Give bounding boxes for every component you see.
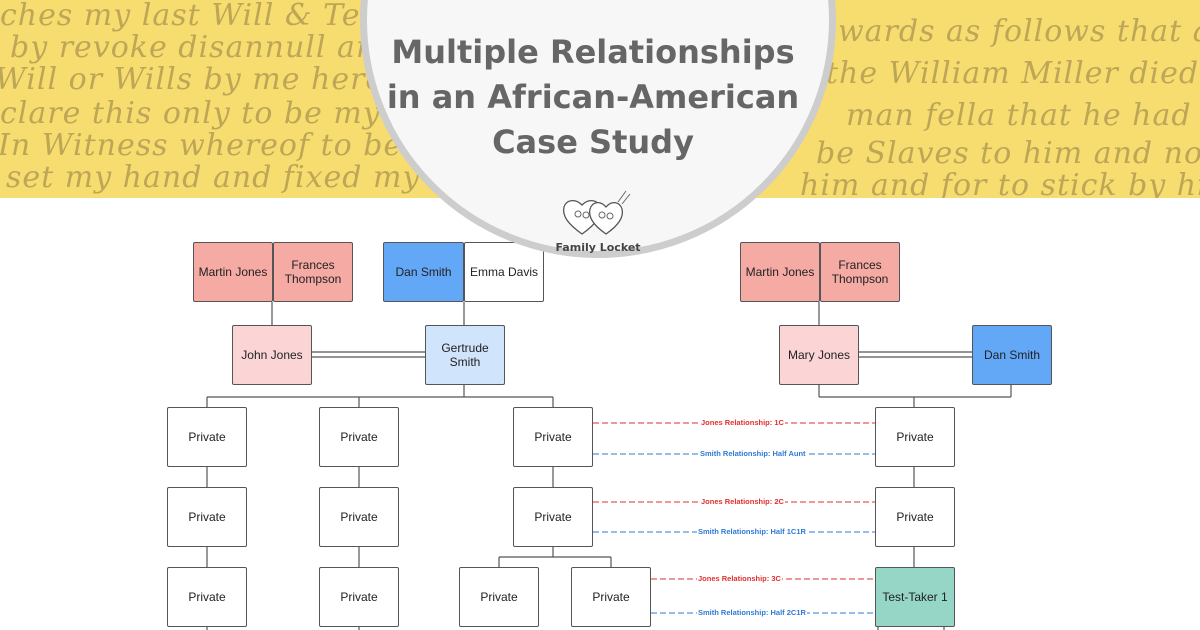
person-dan-smith-left: Dan Smith xyxy=(383,242,464,302)
person-private: Private xyxy=(167,407,247,467)
person-martin-jones-right: Martin Jones xyxy=(740,242,820,302)
heart-locket-icon xyxy=(562,190,631,235)
person-john-jones: John Jones xyxy=(232,325,312,385)
person-private: Private xyxy=(319,487,399,547)
jones-relationship-label: Jones Relationship: 1C xyxy=(700,418,785,428)
person-private: Private xyxy=(513,487,593,547)
smith-relationship-label: Smith Relationship: Half 1C1R xyxy=(697,527,807,537)
person-private: Private xyxy=(571,567,651,627)
smith-relationship-label: Smith Relationship: Half Aunt xyxy=(699,449,807,459)
person-dan-smith-right: Dan Smith xyxy=(972,325,1052,385)
person-gertrude-smith: Gertrude Smith xyxy=(425,325,505,385)
person-test-taker-1: Test-Taker 1 xyxy=(875,567,955,627)
person-private: Private xyxy=(459,567,539,627)
person-private: Private xyxy=(513,407,593,467)
jones-relationship-label: Jones Relationship: 2C xyxy=(700,497,785,507)
person-private: Private xyxy=(875,407,955,467)
person-frances-thompson-right: Frances Thompson xyxy=(820,242,900,302)
person-mary-jones: Mary Jones xyxy=(779,325,859,385)
page-title: Multiple Relationships in an African-Ame… xyxy=(386,33,800,161)
jones-relationship-label: Jones Relationship: 3C xyxy=(697,574,782,584)
person-emma-davis: Emma Davis xyxy=(464,242,544,302)
family-locket-logo-text: Family Locket xyxy=(555,241,641,254)
banner-script-line: be Slaves to him and not to be xyxy=(816,136,1200,171)
person-private: Private xyxy=(167,487,247,547)
person-private: Private xyxy=(167,567,247,627)
person-private: Private xyxy=(319,567,399,627)
person-private: Private xyxy=(875,487,955,547)
smith-relationship-label: Smith Relationship: Half 2C1R xyxy=(697,608,807,618)
banner-script-line: wards as follows that about xyxy=(838,14,1200,49)
banner-script-line: him and for to stick by him let xyxy=(800,168,1200,198)
person-martin-jones-left: Martin Jones xyxy=(193,242,273,302)
person-private: Private xyxy=(319,407,399,467)
person-frances-thompson-left: Frances Thompson xyxy=(273,242,353,302)
banner-script-line: the William Miller died that h xyxy=(826,56,1200,91)
